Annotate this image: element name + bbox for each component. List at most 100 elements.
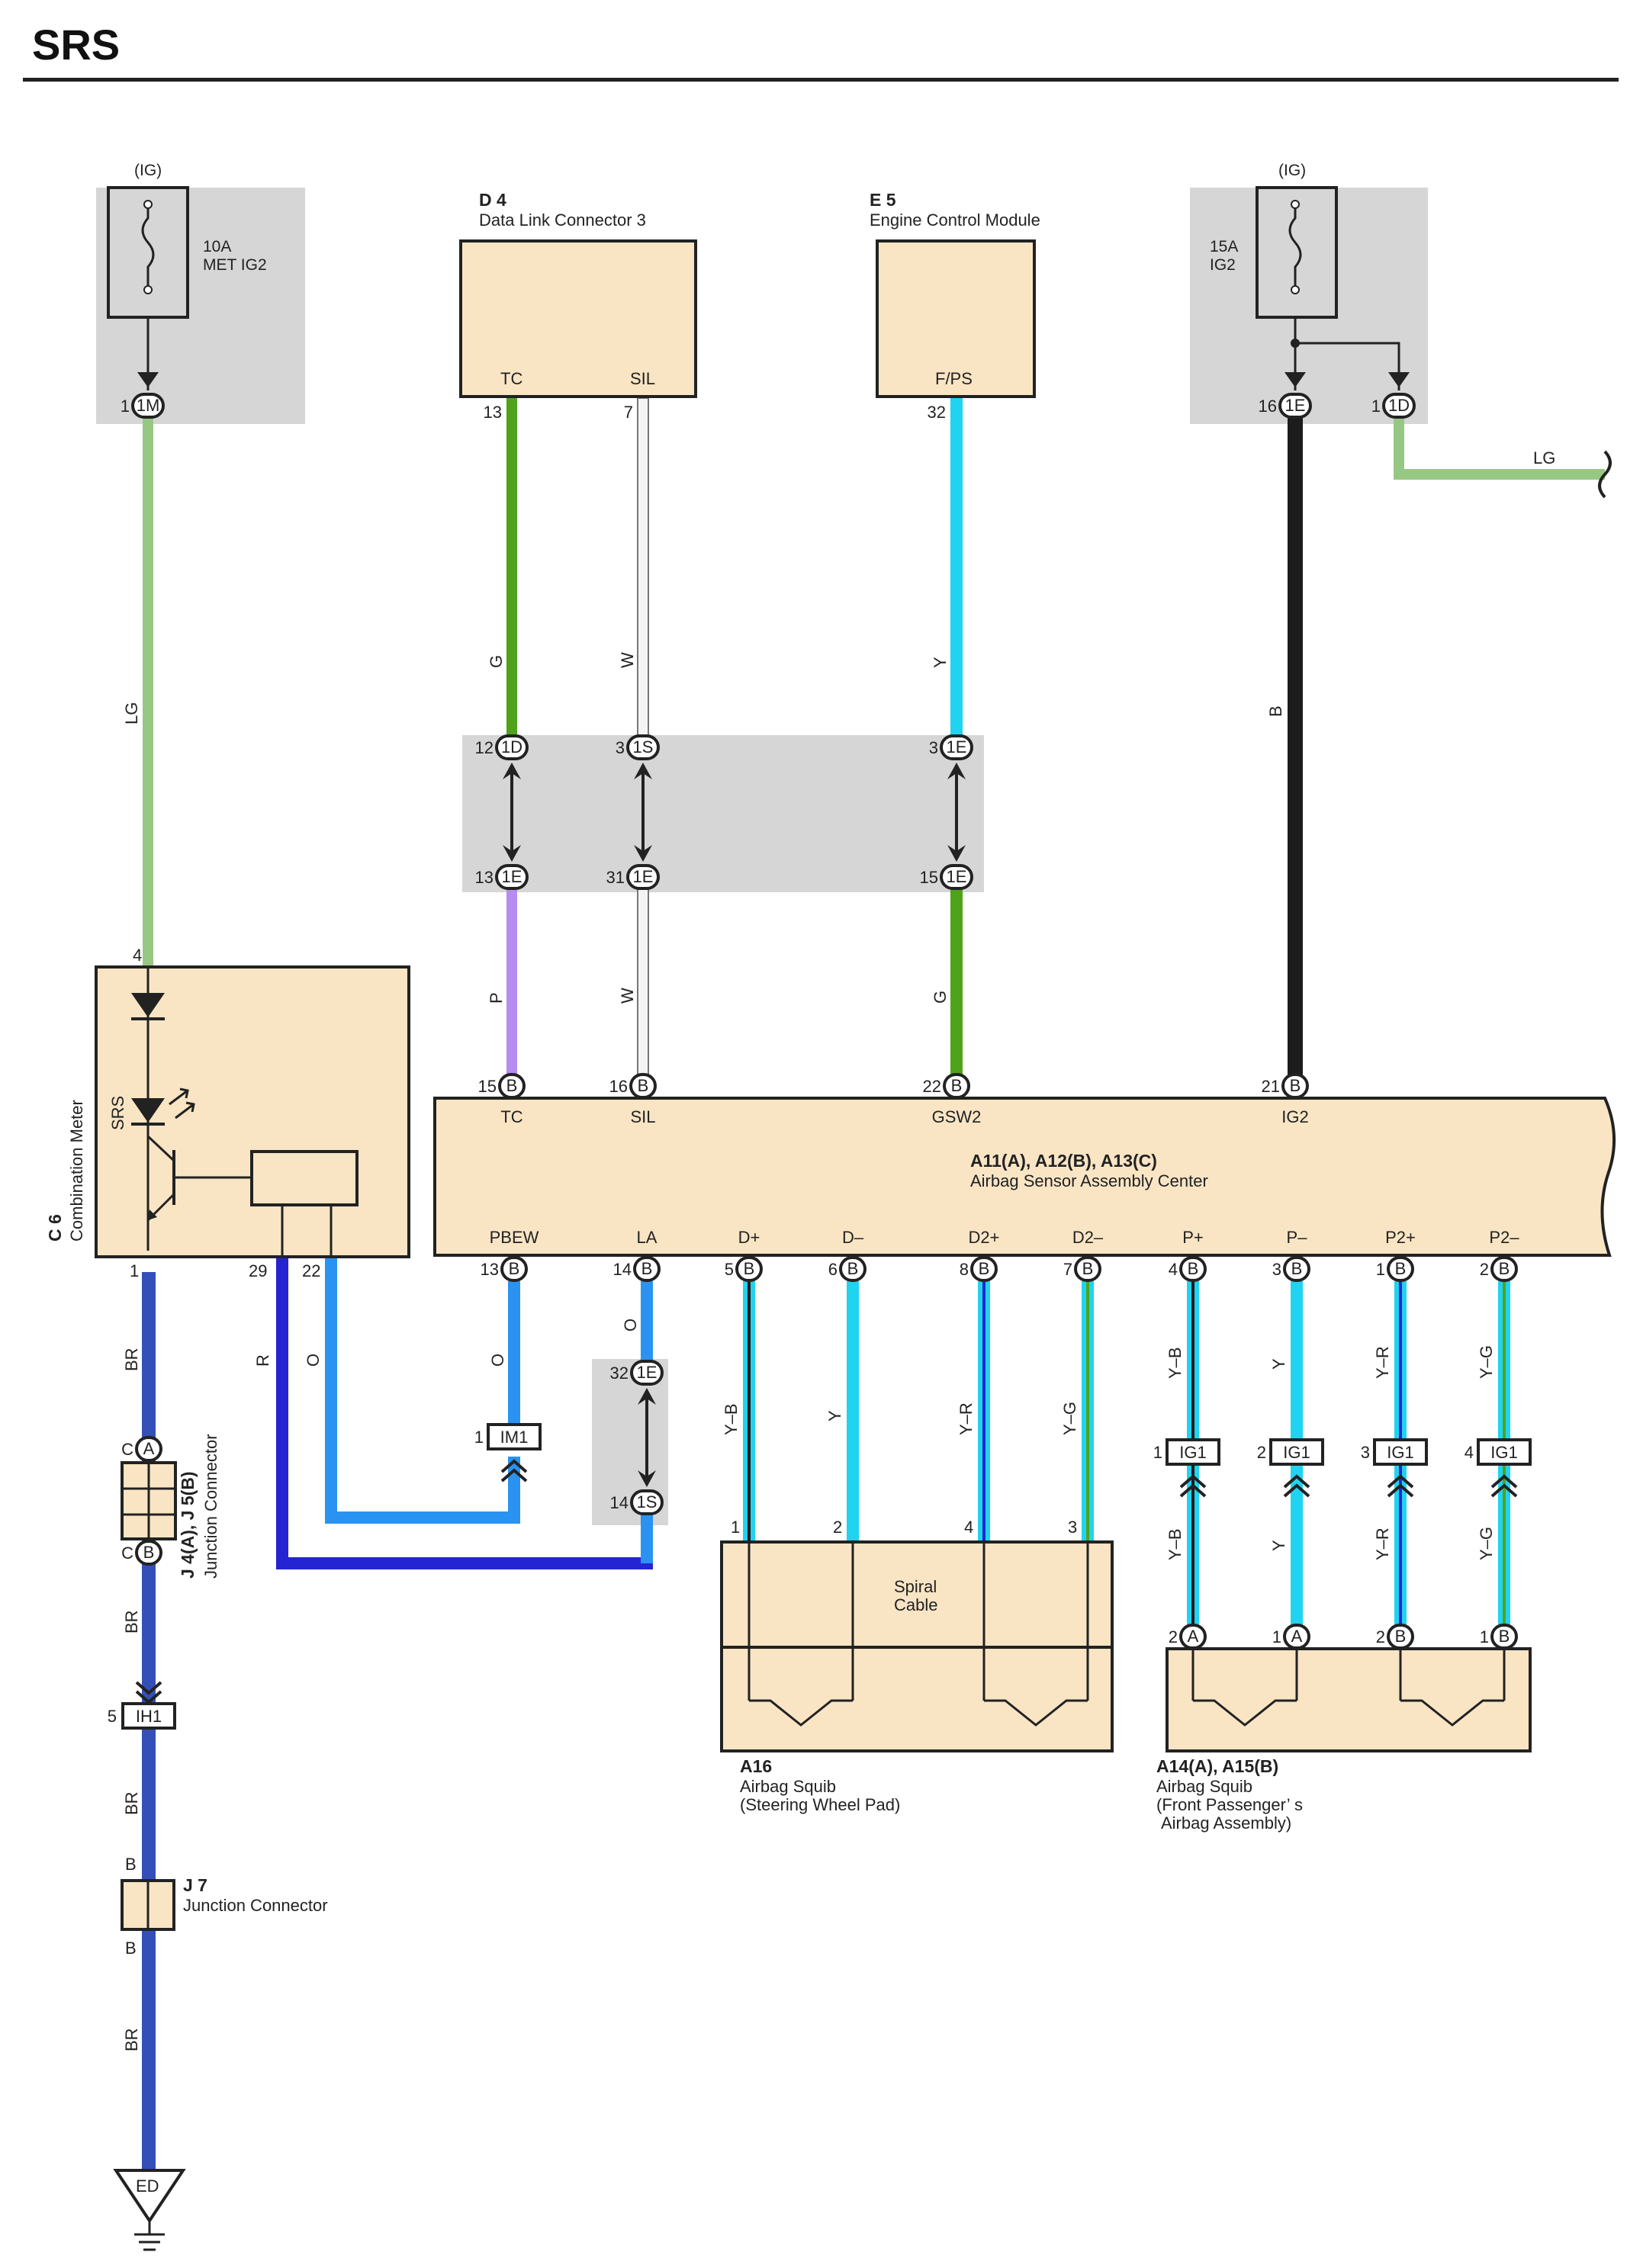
wire-o-la xyxy=(641,1281,653,1365)
wire-w-sil-lower xyxy=(637,887,649,1085)
pin-ecu-bottom-1: B14 xyxy=(613,1256,661,1282)
pin-ecu-top-tc: B15 xyxy=(478,1073,526,1099)
svg-text:Y–R: Y–R xyxy=(1373,1528,1392,1560)
svg-text:29: 29 xyxy=(249,1261,267,1280)
pin-ecu-bottom-1-conn: B xyxy=(641,1259,653,1278)
svg-text:SRS: SRS xyxy=(108,1096,127,1130)
pin-junction-upper-0-marker xyxy=(495,734,529,760)
pin-la-junction-bottom-conn: 1S xyxy=(637,1492,658,1511)
pin-junction-lower-1-no: 31 xyxy=(606,868,625,887)
pin-ecu-bottom-4-conn: B xyxy=(979,1259,990,1278)
svg-text:Junction Connector: Junction Connector xyxy=(201,1434,220,1579)
splice-arrow-1-icon xyxy=(634,763,652,862)
pin-ecu-bottom-3: B6 xyxy=(828,1256,867,1282)
pin-ecu-bottom-8-conn: B xyxy=(1395,1259,1407,1278)
pin-ig2-1e-no: 16 xyxy=(1259,397,1277,416)
pin-a14-0-no: 2 xyxy=(1169,1627,1178,1646)
junction-block-upper xyxy=(462,735,984,892)
pin-junction-upper-1-no: 3 xyxy=(616,738,625,757)
pin-met-ig2-1m-conn: 1M xyxy=(137,396,160,415)
pin-ecu-bottom-6-no: 4 xyxy=(1169,1260,1178,1279)
pin-ecu-bottom-label-2: D+ xyxy=(738,1228,760,1247)
svg-text:R: R xyxy=(253,1354,272,1367)
wire-w-sil-upper xyxy=(637,397,649,744)
pin-j5-bottom-conn: B xyxy=(143,1543,155,1562)
wire-break-symbol xyxy=(1598,450,1612,499)
pin-j4-top-conn: A xyxy=(143,1439,155,1458)
pin-junction-upper-2: 1E3 xyxy=(929,734,973,760)
svg-text:1: 1 xyxy=(731,1518,740,1537)
pin-ecu-bottom-2-conn: B xyxy=(744,1259,755,1278)
pin-ecu-bottom-9-conn: B xyxy=(1499,1259,1510,1278)
svg-text:F/PS: F/PS xyxy=(935,369,973,388)
pin-ecu-bottom-5-no: 7 xyxy=(1063,1260,1072,1279)
svg-text:O: O xyxy=(488,1354,507,1367)
svg-text:MET IG2: MET IG2 xyxy=(203,256,267,274)
svg-text:D 4: D 4 xyxy=(479,190,506,210)
pin-junction-lower-1-conn: 1E xyxy=(633,867,654,886)
supply-label: (IG) xyxy=(1278,162,1306,179)
svg-text:Y–G: Y–G xyxy=(1477,1527,1496,1560)
svg-text:Y–G: Y–G xyxy=(1060,1402,1079,1435)
pin-ig2-1d: 1D1 xyxy=(1371,393,1416,419)
pin-j5-bottom-no: C xyxy=(121,1544,133,1563)
pin-junction-lower-2-marker xyxy=(940,864,973,890)
svg-text:BR: BR xyxy=(122,1791,141,1815)
splice-arrow-0-icon xyxy=(503,763,521,862)
pin-ig2-1d-marker xyxy=(1382,393,1416,419)
pin-ecu-bottom-0-marker xyxy=(500,1256,528,1282)
fuse-icon xyxy=(141,204,155,290)
inline-ig1-1-no: 2 xyxy=(1257,1443,1266,1462)
pin-la-junction-top-marker xyxy=(630,1360,664,1386)
pin-junction-upper-2-marker xyxy=(940,734,973,760)
pin-ecu-top-ig2-marker xyxy=(1281,1073,1309,1099)
arrow-down-icon xyxy=(1388,372,1410,387)
pin-ecu-bottom-label-1: LA xyxy=(637,1228,658,1247)
splice-arrow-2-icon xyxy=(947,763,966,862)
svg-text:O: O xyxy=(621,1319,640,1332)
page-title: SRS xyxy=(32,21,120,69)
pin-ecu-bottom-label-3: D– xyxy=(842,1228,864,1247)
squib-icon xyxy=(1400,1699,1504,1727)
pin-ecu-bottom-7-no: 3 xyxy=(1272,1260,1281,1279)
arrow-down-icon xyxy=(137,372,159,387)
fuse-icon xyxy=(1288,204,1302,290)
svg-text:3: 3 xyxy=(1068,1518,1077,1537)
svg-text:Spiral: Spiral xyxy=(894,1577,937,1596)
inline-ig1-2-no: 3 xyxy=(1361,1443,1370,1462)
wire-g-gsw2-lower xyxy=(950,888,963,1084)
svg-text:W: W xyxy=(618,652,637,668)
svg-text:A11(A), A12(B), A13(C): A11(A), A12(B), A13(C) xyxy=(970,1151,1157,1171)
wire-p-tc-lower xyxy=(506,888,517,1084)
supply-label: (IG) xyxy=(134,162,162,179)
svg-text:J 4(A), J 5(B): J 4(A), J 5(B) xyxy=(178,1471,198,1579)
svg-text:Y–B: Y–B xyxy=(1166,1347,1185,1379)
pin-a14-2-conn: B xyxy=(1395,1627,1407,1646)
component-airbag-sensor-assembly-center: A11(A), A12(B), A13(C) Airbag Sensor Ass… xyxy=(433,1097,1616,1257)
pin-a14-3-no: 1 xyxy=(1480,1627,1489,1646)
pin-ecu-top-tc-marker xyxy=(498,1073,526,1099)
pin-a14-0-conn: A xyxy=(1188,1627,1199,1646)
svg-text:Y: Y xyxy=(1269,1540,1288,1551)
pin-met-ig2-1m-marker xyxy=(131,393,165,419)
pin-junction-upper-1-marker xyxy=(626,734,660,760)
svg-text:Engine Control Module: Engine Control Module xyxy=(870,210,1040,230)
inline-im1-label: IM1 xyxy=(500,1428,529,1447)
svg-text:(Front Passenger’ s: (Front Passenger’ s xyxy=(1156,1795,1303,1814)
pin-la-junction-top-conn: 1E xyxy=(637,1363,658,1382)
wire-y-fps-upper xyxy=(950,398,963,743)
svg-text:Airbag Squib: Airbag Squib xyxy=(1156,1777,1252,1796)
svg-text:G: G xyxy=(487,655,506,668)
svg-text:Y–B: Y–B xyxy=(1166,1528,1185,1560)
ground-icon xyxy=(113,2169,186,2224)
srs-warning-led-icon xyxy=(131,1098,165,1123)
inline-ig1-3-no: 4 xyxy=(1465,1443,1474,1462)
